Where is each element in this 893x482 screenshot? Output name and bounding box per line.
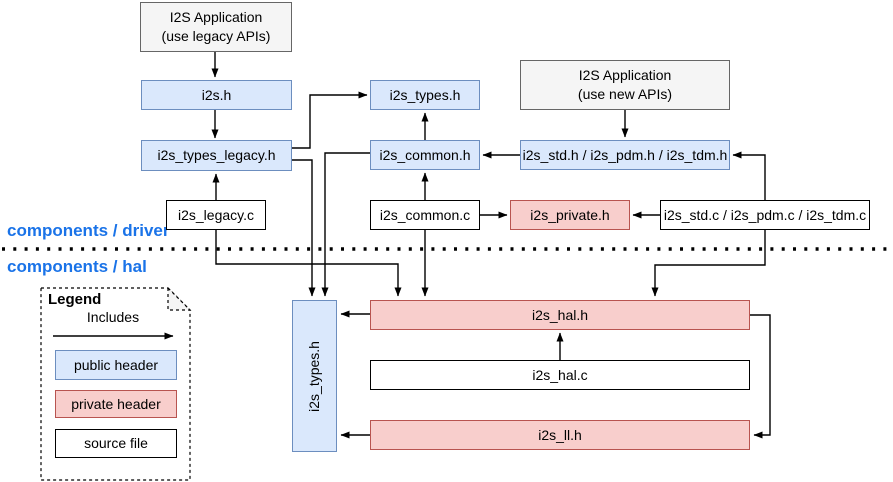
node-i2s-legacy-c: i2s_legacy.c <box>166 200 266 230</box>
node-i2s-application-new: I2S Application (use new APIs) <box>520 60 730 110</box>
node-i2s-application-legacy: I2S Application (use legacy APIs) <box>140 2 292 52</box>
include-edges <box>211 52 771 439</box>
node-i2s-common-c: i2s_common.c <box>370 200 480 230</box>
legend-folded-corner <box>167 286 192 311</box>
layer-label-components-hal: components / hal <box>7 257 147 276</box>
node-i2s-h: i2s.h <box>141 80 292 110</box>
legend-title: Legend <box>48 291 102 308</box>
edge-i2s-legacy-c-to-i2s-hal-h <box>215 230 402 297</box>
edge-i2s-std-c-to-i2s-hal-h <box>651 230 766 297</box>
node-i2s-common-h: i2s_common.h <box>370 140 480 170</box>
node-i2s-types-h-hal-label: i2s_types.h <box>306 340 323 412</box>
legend-source-file-sample: source file <box>55 429 177 458</box>
edge-i2s-hal-h-to-i2s-ll-h <box>750 314 771 439</box>
node-i2s-types-legacy-h: i2s_types_legacy.h <box>141 140 292 171</box>
legend-public-header-sample: public header <box>55 350 177 380</box>
edge-i2s-common-h-to-i2s-types-h-hal <box>321 152 370 297</box>
layer-label-components-driver: components / driver <box>7 221 170 240</box>
node-i2s-private-h: i2s_private.h <box>510 200 630 230</box>
node-i2s-hal-h: i2s_hal.h <box>370 300 750 330</box>
edge-i2s-types-legacy-h-to-i2s-types-h-hal <box>292 159 316 297</box>
node-i2s-types-h-driver: i2s_types.h <box>370 80 480 110</box>
legend-private-header-sample: private header <box>55 390 177 418</box>
node-i2s-hal-c: i2s_hal.c <box>370 360 750 390</box>
node-i2s-std-pdm-tdm-c: i2s_std.c / i2s_pdm.c / i2s_tdm.c <box>660 200 870 230</box>
node-i2s-types-h-hal: i2s_types.h <box>292 300 337 452</box>
node-i2s-std-pdm-tdm-h: i2s_std.h / i2s_pdm.h / i2s_tdm.h <box>520 140 730 170</box>
edge-i2s-std-c-to-i2s-std-h <box>732 151 766 200</box>
edge-i2s-types-legacy-h-to-i2s-types-h-driver <box>292 91 368 149</box>
legend-includes-label: Includes <box>86 309 140 325</box>
node-i2s-ll-h: i2s_ll.h <box>370 420 750 450</box>
